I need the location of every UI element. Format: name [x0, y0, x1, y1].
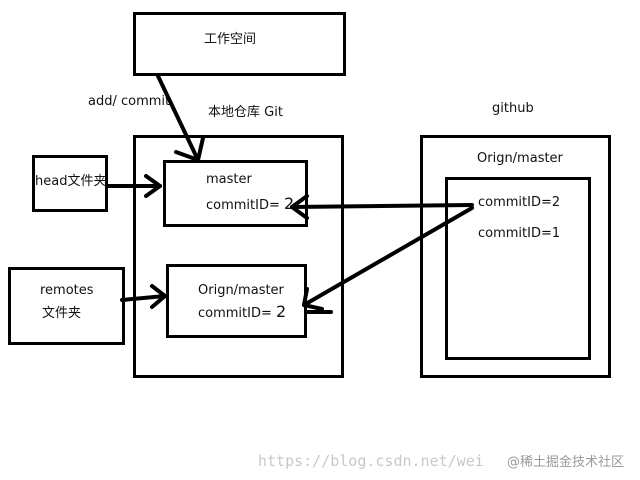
github-outer-box [420, 135, 611, 378]
github-remote-label: Orign/master [477, 151, 563, 166]
master-box [163, 160, 308, 227]
github-inner-box [445, 177, 591, 360]
arrow-head-to-master [106, 174, 162, 198]
workspace-label: 工作空间 [204, 32, 257, 47]
github-commit-2: commitID=2 [478, 195, 561, 210]
github-commit-1: commitID=1 [478, 226, 561, 241]
master-commit-id: commitID= 2 [206, 196, 294, 214]
arrow-workspace-to-master [156, 74, 205, 162]
master-label: master [206, 172, 252, 187]
arrow-github-to-master [290, 194, 474, 220]
local-origin-commit-id: commitID= 2 [198, 304, 286, 322]
watermark-credit: @稀土掘金技术社区 [507, 455, 625, 470]
github-title: github [492, 101, 534, 116]
local-origin-commit-prefix: commitID= [198, 306, 272, 321]
remotes-folder-box [8, 267, 125, 345]
arrow-remotes-to-origin [120, 284, 167, 309]
remotes-folder-line2: 文件夹 [42, 306, 82, 321]
arrow-github-to-local-origin [302, 206, 474, 311]
add-commit-label: add/ commit [88, 94, 171, 109]
local-origin-commit-value: 2 [276, 302, 287, 321]
remotes-folder-line1: remotes [40, 283, 94, 298]
watermark-url: https://blog.csdn.net/wei [258, 452, 484, 470]
local-repo-box [133, 135, 344, 378]
local-origin-label: Orign/master [198, 283, 284, 298]
head-folder-label: head文件夹 [35, 174, 107, 189]
master-commit-value: 2 [284, 194, 295, 213]
workspace-box [133, 12, 346, 76]
local-repo-title: 本地仓库 Git [208, 105, 283, 120]
master-commit-prefix: commitID= [206, 198, 280, 213]
head-folder-box [32, 155, 108, 212]
